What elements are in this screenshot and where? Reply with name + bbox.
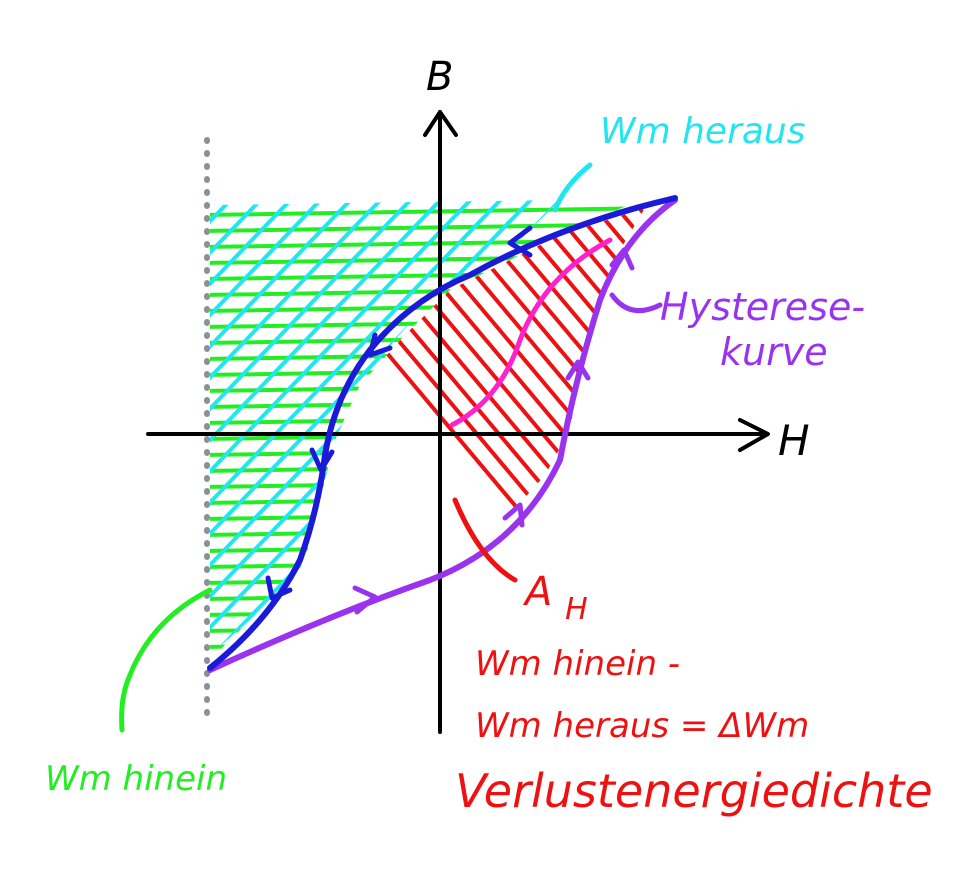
b-axis-arrowhead — [423, 110, 458, 137]
red-hatch-stroke — [336, 208, 645, 620]
loss-title: Verlustenergiedichte — [455, 764, 933, 818]
area-subscript: H — [565, 592, 588, 627]
red-hatch-stroke — [468, 208, 645, 620]
initial-magnetization-curve — [449, 237, 613, 428]
arrow-descending-1 — [507, 225, 533, 258]
green-hatch-stroke — [210, 478, 640, 489]
green-hatch-stroke — [210, 414, 640, 425]
arrow-descending-2 — [367, 332, 393, 358]
formula-line1: Wm hinein - — [475, 644, 680, 684]
cyan-hatch-stroke — [0, 190, 180, 690]
cyan-hatch-stroke — [210, 200, 362, 655]
green-hatch-stroke — [210, 622, 640, 633]
red-hatch-stroke — [380, 208, 645, 620]
hysteresis-label-line1: Hysterese- — [660, 285, 865, 329]
red-hatch-stroke — [512, 208, 645, 620]
cyan-hatch-stroke — [210, 200, 482, 655]
arrow-ascending-4 — [609, 247, 635, 271]
formula-line2: Wm heraus = ΔWm — [475, 706, 809, 746]
red-hatch-stroke — [734, 190, 955, 690]
b-axis-label: B — [426, 54, 453, 100]
red-hatch-stroke — [578, 208, 645, 620]
red-hatch-stroke — [534, 208, 645, 620]
arrow-descending-3 — [309, 447, 335, 473]
arrow-ascending-1 — [352, 585, 378, 615]
red-hatch-stroke — [800, 190, 955, 690]
wm-out-label: Wm heraus — [600, 111, 806, 152]
cyan-hatch-stroke — [210, 200, 332, 655]
cyan-hatch-stroke — [210, 200, 212, 655]
cyan-hatch-stroke — [0, 190, 120, 690]
cyan-hatch-stroke — [210, 200, 302, 655]
cyan-hatch-stroke — [210, 200, 512, 655]
red-hatch-stroke — [490, 208, 645, 620]
green-hatch-stroke — [210, 510, 640, 521]
area-pointer — [452, 497, 518, 583]
area-symbol: A — [522, 569, 552, 615]
hysteresis-pointer — [609, 292, 663, 314]
cyan-hatch-stroke — [210, 200, 422, 655]
hysteresis-ascending-branch — [207, 197, 678, 673]
h-axis-arrowhead — [738, 418, 770, 452]
cyan-hatch-stroke — [210, 200, 542, 655]
wm-out-pointer — [552, 162, 593, 213]
arrow-ascending-3 — [565, 359, 591, 381]
red-hatch-stroke — [668, 190, 955, 690]
red-hatch-stroke — [446, 208, 645, 620]
red-hatch-stroke — [292, 208, 645, 620]
cyan-hatch-stroke — [0, 190, 150, 690]
green-hatch-stroke — [210, 382, 640, 393]
h-axis-label: H — [778, 416, 810, 465]
red-hatch-stroke — [690, 190, 955, 690]
cyan-hatching — [0, 190, 560, 690]
arrow-descending-4 — [265, 575, 293, 601]
green-hatch-stroke — [210, 542, 640, 553]
red-hatch-stroke — [712, 190, 955, 690]
hysteresis-label-line2: kurve — [720, 330, 828, 374]
cyan-hatch-stroke — [210, 200, 452, 655]
wm-in-pointer — [119, 587, 213, 733]
green-hatch-stroke — [210, 606, 640, 617]
green-hatch-stroke — [210, 446, 640, 457]
red-hatch-stroke — [260, 208, 645, 620]
red-hatching — [260, 190, 955, 690]
cyan-hatch-stroke — [210, 200, 392, 655]
area-label: A H — [522, 569, 588, 627]
wm-in-label: Wm hinein — [45, 759, 227, 799]
arrow-ascending-2 — [502, 502, 525, 528]
green-hatch-stroke — [210, 206, 640, 217]
